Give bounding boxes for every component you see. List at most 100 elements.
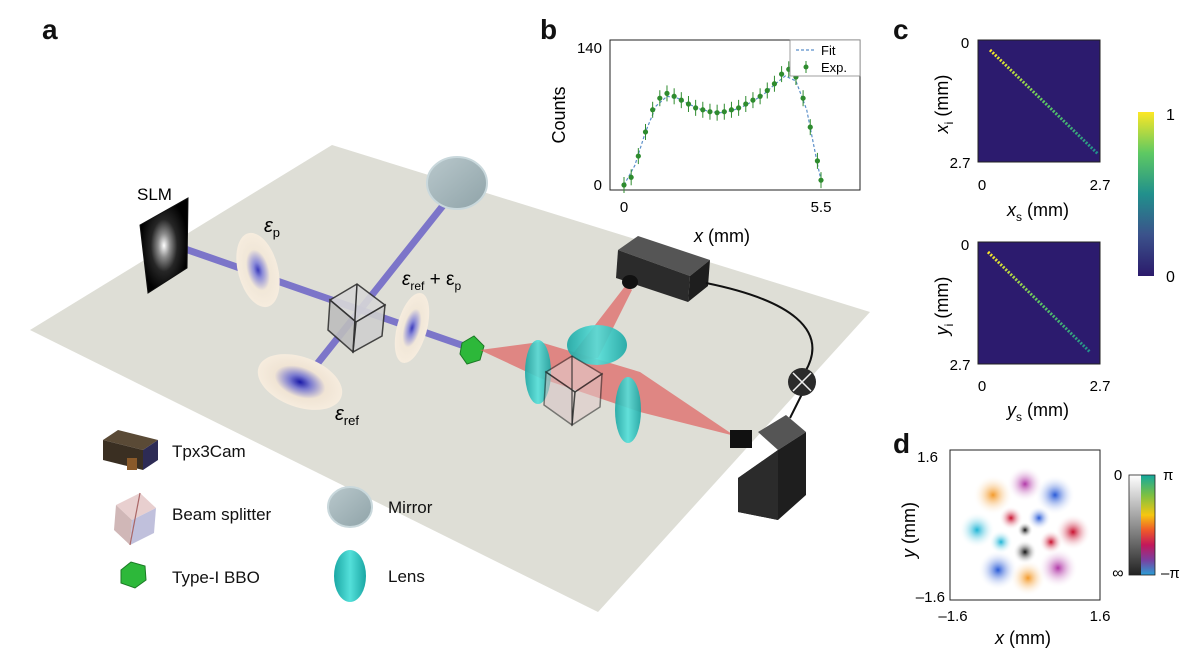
cy-x-label: ys (mm) bbox=[1005, 400, 1069, 424]
legend-exp-label: Exp. bbox=[821, 60, 847, 75]
data-point bbox=[635, 153, 641, 159]
colorbar-tick-0: 0 bbox=[1166, 269, 1175, 286]
panel-letter-b: b bbox=[540, 14, 558, 45]
cx-x-tick-0: 0 bbox=[978, 177, 986, 194]
d-cb-tick-inf: ∞ bbox=[1112, 565, 1123, 582]
data-point bbox=[743, 101, 749, 107]
d-x-tick-neg-1-6: –1.6 bbox=[938, 608, 967, 625]
phase-map-lobes bbox=[959, 466, 1091, 596]
data-point bbox=[757, 93, 763, 99]
lens-3 bbox=[615, 377, 641, 443]
legend-tpx3cam-label: Tpx3Cam bbox=[172, 442, 246, 461]
data-point bbox=[685, 101, 692, 107]
probe-pattern bbox=[236, 232, 280, 308]
data-point bbox=[771, 81, 778, 87]
data-point bbox=[736, 105, 742, 111]
legend-beam-splitter-icon bbox=[114, 492, 156, 546]
d-cb-tick-pi: π bbox=[1163, 467, 1173, 484]
legend-bbo-icon bbox=[120, 561, 147, 589]
heatmap-x-correlation bbox=[977, 39, 1101, 163]
data-point bbox=[779, 71, 785, 77]
bbo-crystal bbox=[459, 335, 485, 365]
phase-amplitude-colorbar bbox=[1128, 474, 1156, 576]
counts-x-tick-5-5: 5.5 bbox=[811, 199, 832, 216]
data-point bbox=[750, 97, 756, 103]
d-cb-tick-neg-pi: –π bbox=[1161, 565, 1180, 582]
reference-field-label: εref bbox=[335, 403, 359, 428]
data-point bbox=[657, 95, 663, 101]
data-point bbox=[650, 107, 656, 113]
coincidence-unit-icon bbox=[788, 368, 816, 396]
cx-x-label: xs (mm) bbox=[1006, 200, 1069, 224]
data-point bbox=[728, 107, 735, 113]
lens-2 bbox=[567, 325, 627, 365]
cx-y-label: xi (mm) bbox=[932, 75, 956, 135]
d-y-tick-neg-1-6: –1.6 bbox=[916, 589, 945, 606]
setup-diagram: SLM εp εref + εp εref bbox=[30, 145, 870, 612]
counts-x-tick-0: 0 bbox=[620, 199, 628, 216]
legend-lens-label: Lens bbox=[388, 567, 425, 586]
legend-bbo-label: Type-I BBO bbox=[172, 568, 260, 587]
panel-letter-a: a bbox=[42, 14, 58, 45]
reference-pattern bbox=[257, 354, 343, 410]
counts-plot: 140 0 0 5.5 x (mm) Counts Fit Exp. bbox=[549, 39, 861, 246]
d-y-tick-1-6: 1.6 bbox=[917, 449, 938, 466]
cx-y-tick-0: 0 bbox=[961, 35, 969, 52]
viridis-colorbar bbox=[1138, 112, 1154, 276]
sum-field-label: εref + εp bbox=[402, 269, 462, 293]
counts-y-tick-140: 140 bbox=[577, 40, 602, 57]
panel-letter-c: c bbox=[893, 14, 909, 45]
data-point bbox=[693, 105, 699, 111]
counts-y-label: Counts bbox=[549, 86, 569, 143]
data-point bbox=[807, 124, 813, 130]
colorbar-tick-1: 1 bbox=[1166, 107, 1175, 124]
data-point bbox=[800, 95, 806, 101]
counts-legend: Fit Exp. bbox=[789, 39, 861, 77]
coincidence-cable bbox=[705, 282, 814, 419]
data-point bbox=[714, 110, 720, 116]
tpx3cam-lower bbox=[730, 415, 806, 520]
slm-device bbox=[139, 197, 189, 294]
legend-lens-icon bbox=[334, 550, 366, 602]
d-y-label: y (mm) bbox=[899, 502, 919, 560]
heatmap-y-diagonal bbox=[986, 250, 1092, 354]
data-point bbox=[700, 107, 706, 113]
data-point bbox=[818, 177, 824, 183]
legend-beam-splitter-label: Beam splitter bbox=[172, 505, 272, 524]
data-point bbox=[628, 174, 634, 180]
beam-splitter-cube bbox=[327, 283, 387, 354]
data-point bbox=[678, 97, 684, 103]
phase-map-plot: 1.6 –1.6 –1.6 1.6 x (mm) y (mm) 0 ∞ π –π bbox=[899, 449, 1180, 648]
data-point bbox=[621, 182, 627, 188]
counts-y-tick-0: 0 bbox=[594, 177, 602, 194]
data-point bbox=[721, 109, 727, 115]
sum-pattern bbox=[394, 293, 430, 363]
probe-field-label: εp bbox=[264, 215, 280, 240]
cx-x-tick-2-7: 2.7 bbox=[1090, 177, 1111, 194]
slm-label: SLM bbox=[137, 185, 172, 204]
data-point bbox=[642, 129, 649, 135]
data-point bbox=[764, 87, 770, 94]
panel-letter-d: d bbox=[893, 428, 911, 459]
legend-fit-label: Fit bbox=[821, 43, 836, 58]
data-point bbox=[707, 109, 713, 115]
correlation-heatmaps: 0 2.7 0 2.7 xs (mm) xi (mm) 0 2.7 0 2.7 … bbox=[932, 35, 1175, 424]
beam-splitter-cube-2 bbox=[543, 355, 604, 427]
cy-y-label: yi (mm) bbox=[932, 277, 956, 338]
legend-mirror-label: Mirror bbox=[388, 498, 433, 517]
counts-x-label: x (mm) bbox=[693, 226, 750, 246]
cy-y-tick-0: 0 bbox=[961, 237, 969, 254]
heatmap-x-diagonal bbox=[988, 48, 1100, 156]
counts-plot-frame bbox=[609, 39, 861, 191]
cy-x-tick-2-7: 2.7 bbox=[1090, 378, 1111, 395]
cy-y-tick-2-7: 2.7 bbox=[950, 357, 971, 374]
d-x-label: x (mm) bbox=[994, 628, 1051, 648]
fit-line bbox=[623, 75, 822, 186]
data-point bbox=[664, 90, 670, 96]
mirror bbox=[426, 156, 488, 210]
d-cb-tick-0: 0 bbox=[1114, 467, 1122, 484]
data-point bbox=[814, 158, 821, 164]
cy-x-tick-0: 0 bbox=[978, 378, 986, 395]
cx-y-tick-2-7: 2.7 bbox=[950, 155, 971, 172]
legend-camera-icon bbox=[103, 430, 158, 470]
